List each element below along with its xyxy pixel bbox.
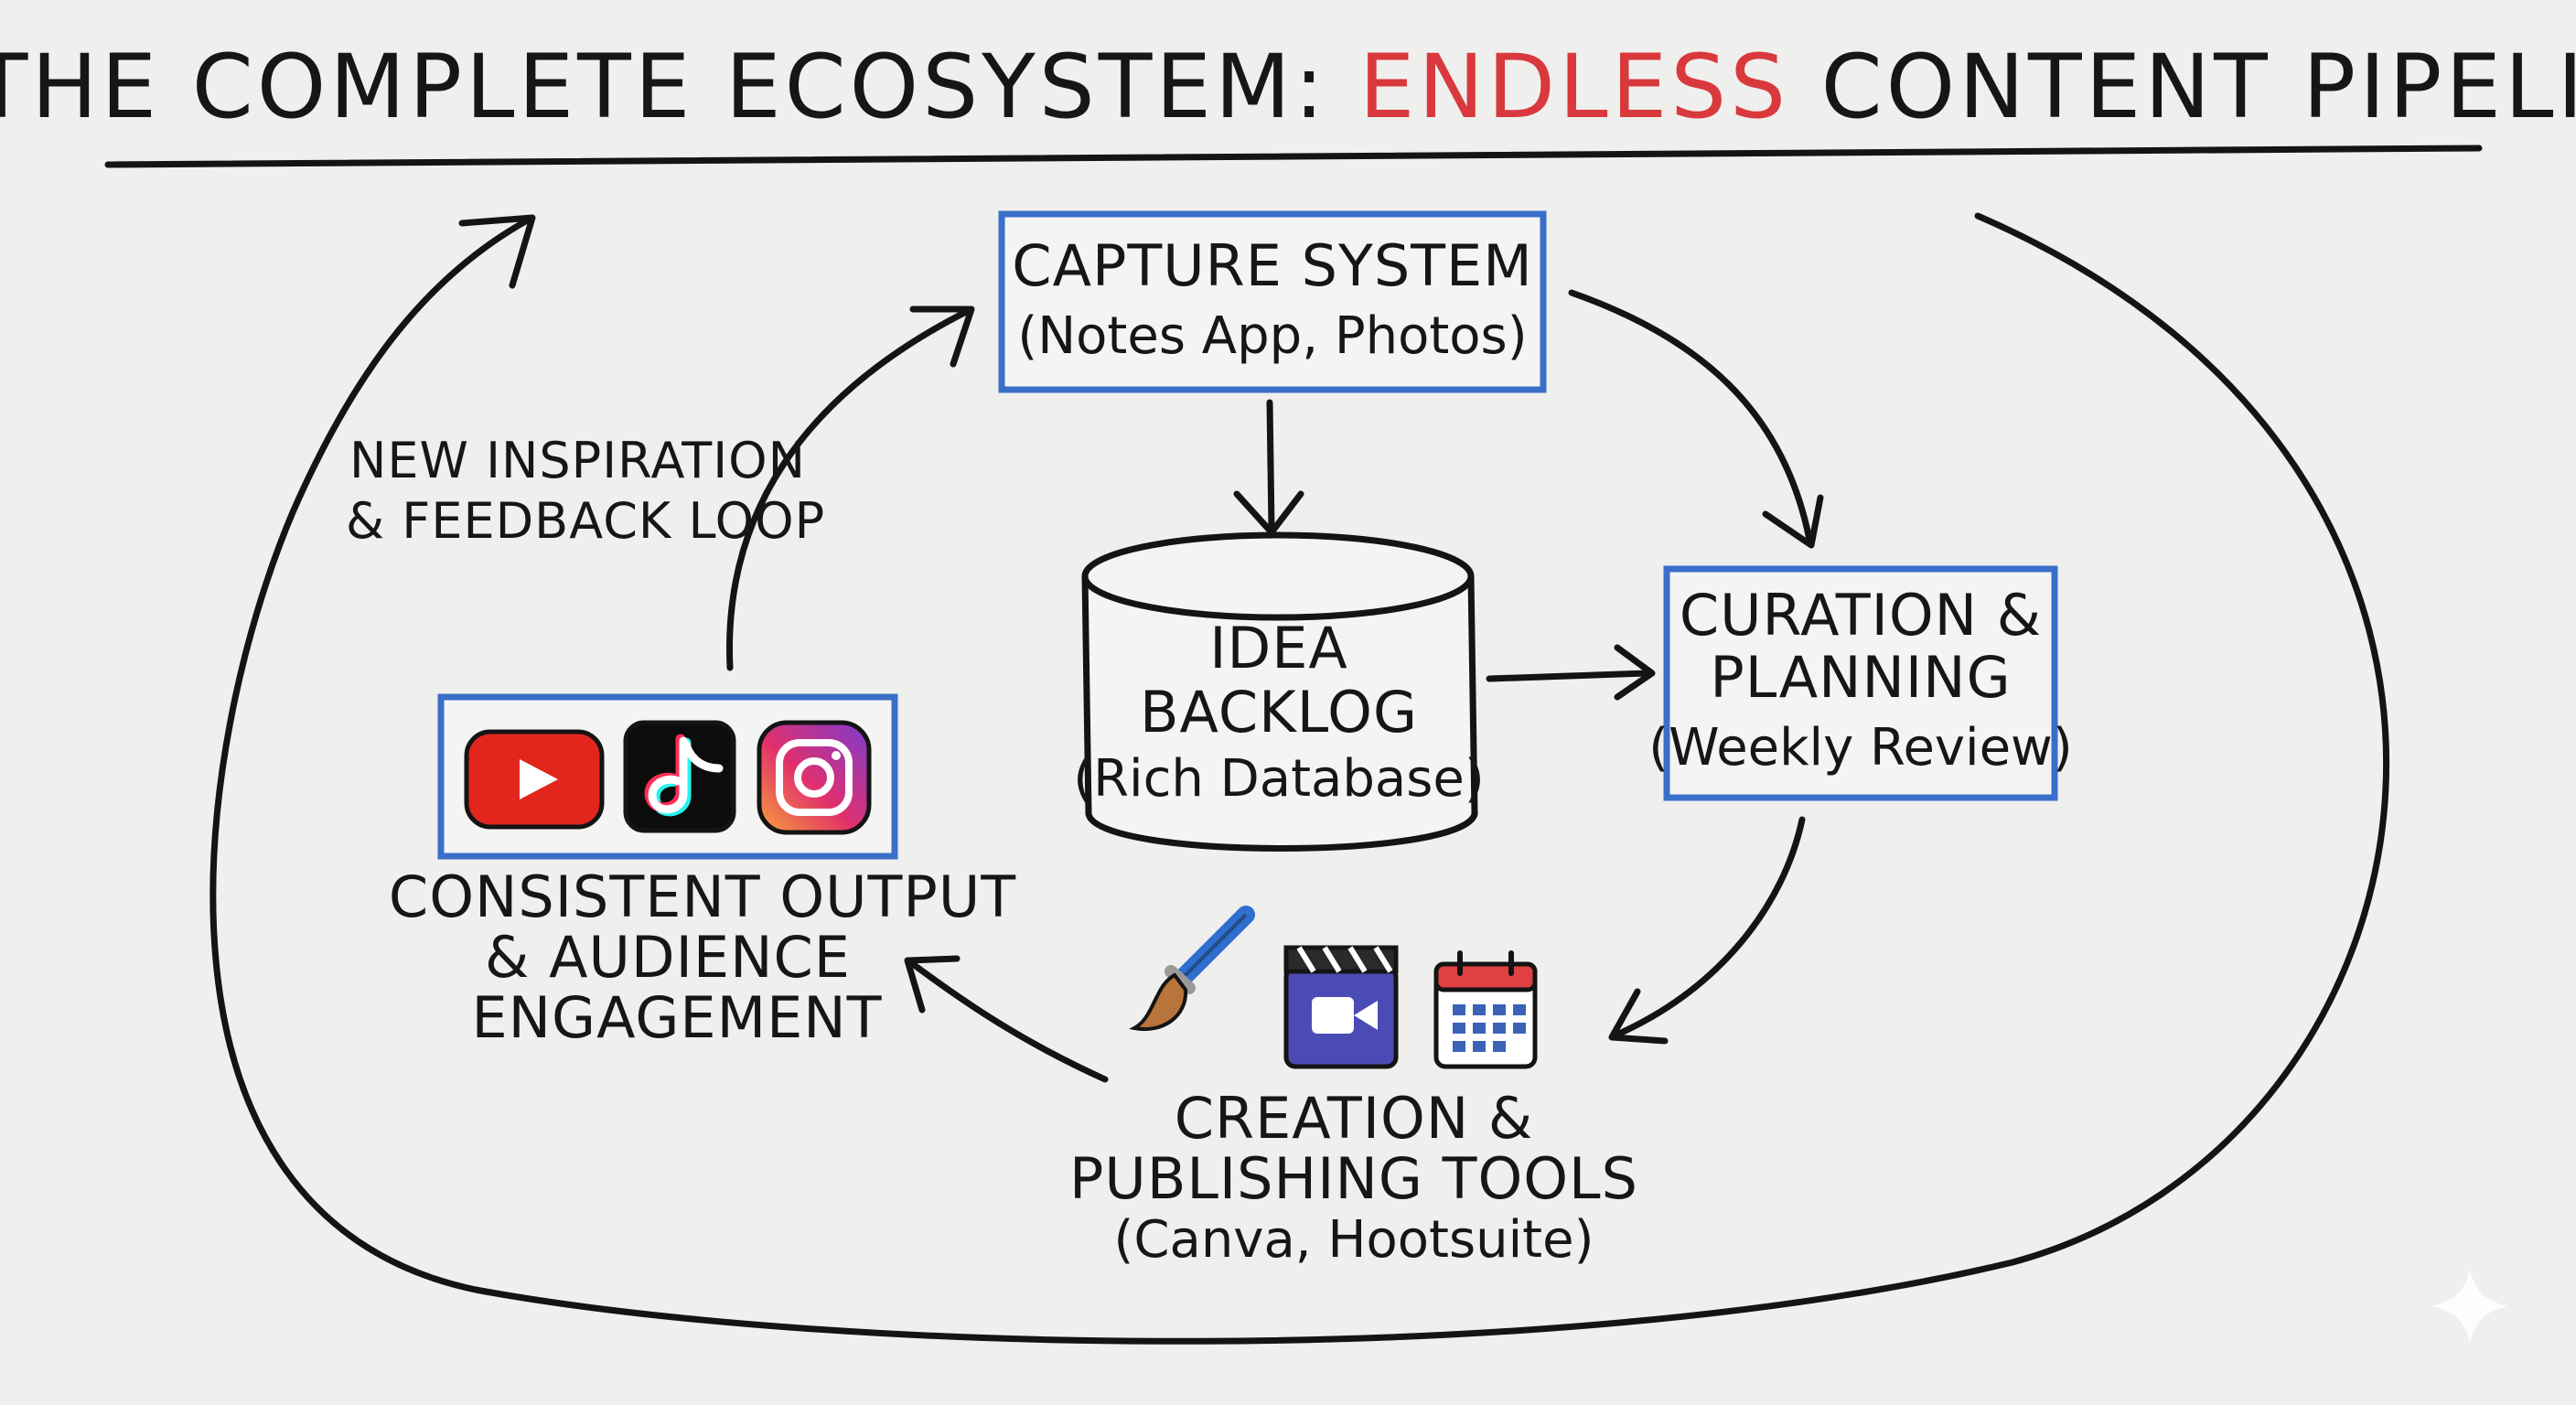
backlog-title-1: IDEA bbox=[1209, 615, 1348, 681]
tiktok-icon bbox=[623, 720, 736, 833]
curation-subtitle: (Weekly Review) bbox=[1648, 718, 2072, 778]
arrowhead-creation-to-output bbox=[904, 955, 961, 1014]
youtube-icon bbox=[464, 729, 605, 830]
creation-subtitle: (Canva, Hootsuite) bbox=[1114, 1210, 1594, 1270]
instagram-icon bbox=[757, 720, 872, 835]
title-part-1: THE COMPLETE ECOSYSTEM: bbox=[0, 36, 1327, 138]
outer-loop-arrow bbox=[209, 212, 2389, 1345]
video-clapper-icon bbox=[1283, 945, 1399, 1069]
output-node bbox=[437, 693, 898, 860]
title-underline bbox=[104, 145, 2483, 168]
sparkle-icon bbox=[2431, 1270, 2508, 1343]
backlog-subtitle: (Rich Database) bbox=[1073, 749, 1484, 809]
arrowhead-capture-to-curation bbox=[1762, 494, 1824, 549]
arrow-backlog-to-curation bbox=[1486, 670, 1650, 682]
arrow-capture-to-backlog bbox=[1266, 399, 1275, 532]
feedback-label-2: & FEEDBACK LOOP bbox=[346, 492, 825, 550]
backlog-cylinder-top bbox=[1081, 531, 1475, 621]
arrowhead-curation-to-creation bbox=[1608, 988, 1669, 1045]
capture-system-title: CAPTURE SYSTEM bbox=[1012, 232, 1532, 299]
paintbrush-icon bbox=[1129, 906, 1255, 1032]
backlog-cylinder-body bbox=[1081, 575, 1478, 852]
creation-title-1: CREATION & bbox=[1175, 1085, 1534, 1152]
idea-backlog-node: IDEA BACKLOG (Rich Database) bbox=[1073, 531, 1485, 852]
capture-system-subtitle: (Notes App, Photos) bbox=[1017, 306, 1527, 366]
arrow-creation-to-output bbox=[909, 960, 1109, 1083]
calendar-icon bbox=[1433, 950, 1538, 1069]
arrowhead-backlog-to-curation bbox=[1614, 644, 1656, 701]
title-accent: ENDLESS bbox=[1359, 36, 1789, 138]
backlog-title-2: BACKLOG bbox=[1140, 679, 1418, 745]
outer-loop-arrowhead bbox=[458, 214, 536, 289]
creation-title-2: PUBLISHING TOOLS bbox=[1069, 1145, 1638, 1212]
capture-system-node: CAPTURE SYSTEM (Notes App, Photos) bbox=[998, 210, 1547, 393]
output-title-1: CONSISTENT OUTPUT bbox=[389, 863, 1016, 930]
title-part-3: CONTENT PIPELINE bbox=[1821, 36, 2576, 138]
curation-title-1: CURATION & bbox=[1680, 582, 2042, 649]
arrow-output-to-capture bbox=[726, 307, 971, 671]
feedback-label-1: NEW INSPIRATION bbox=[349, 432, 806, 489]
output-title-2: & AUDIENCE bbox=[485, 924, 851, 991]
curation-planning-box bbox=[1663, 565, 2058, 801]
output-title-3: ENGAGEMENT bbox=[471, 984, 882, 1051]
capture-system-box bbox=[998, 210, 1547, 393]
creation-tools-icons bbox=[1129, 906, 1538, 1069]
page-title: THE COMPLETE ECOSYSTEM: ENDLESS CONTENT … bbox=[0, 36, 2576, 138]
arrowhead-output-to-capture bbox=[909, 306, 975, 368]
arrow-capture-to-curation bbox=[1568, 289, 1813, 543]
curation-title-2: PLANNING bbox=[1710, 644, 2011, 711]
curation-planning-node: CURATION & PLANNING (Weekly Review) bbox=[1648, 565, 2073, 801]
arrow-curation-to-creation bbox=[1615, 816, 1806, 1037]
